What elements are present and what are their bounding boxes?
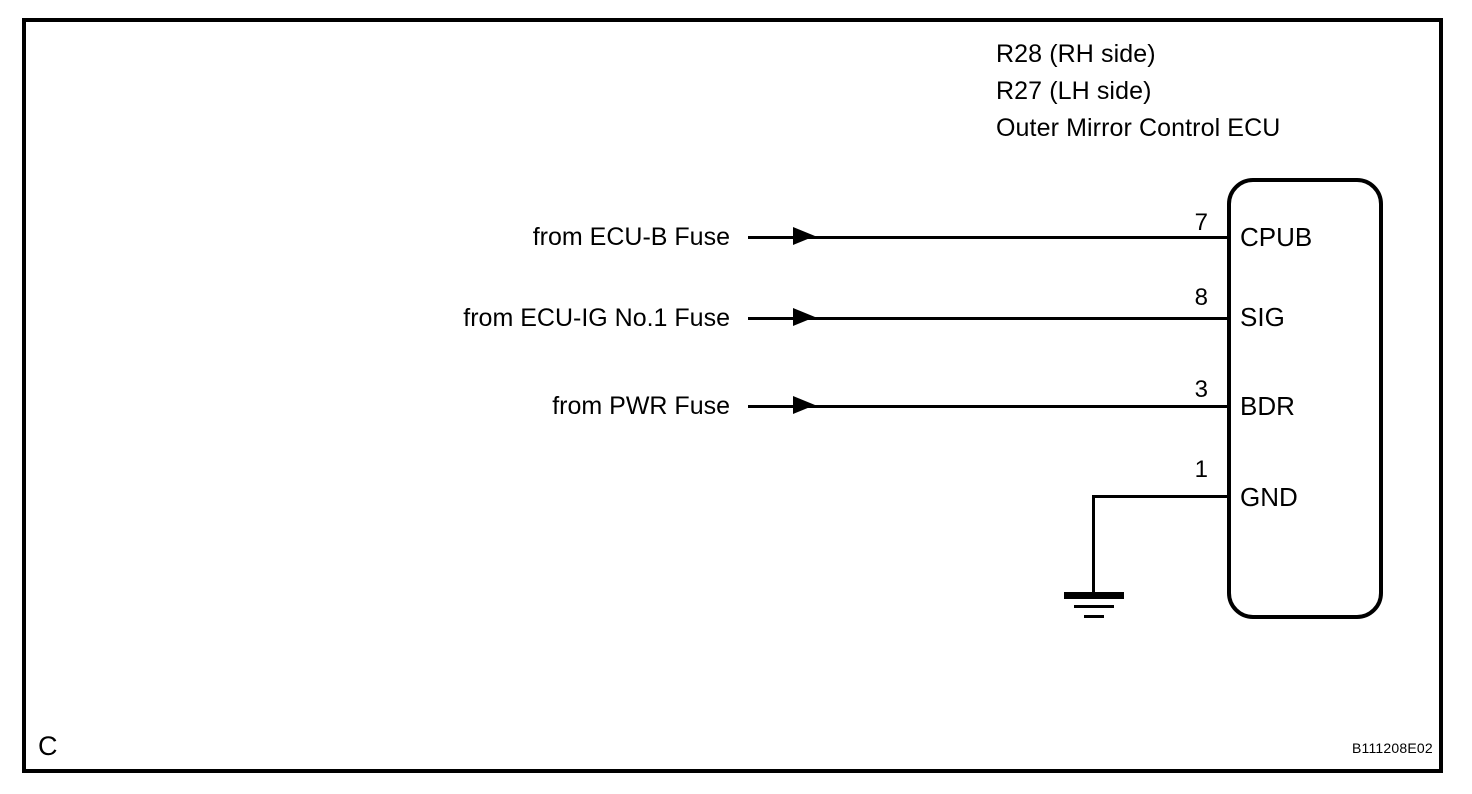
wire-sig (748, 317, 1229, 320)
header-line-2: R27 (LH side) (996, 77, 1152, 105)
terminal-label-bdr: BDR (1240, 391, 1295, 421)
figure-reference-code: B111208E02 (1352, 740, 1433, 756)
pin-number-cpub: 7 (1194, 209, 1208, 236)
source-label-bdr: from PWR Fuse (552, 392, 730, 420)
outer-mirror-control-ecu-connector (1227, 178, 1383, 619)
arrow-head-icon-bdr (793, 396, 815, 414)
terminal-label-sig: SIG (1240, 302, 1285, 332)
wire-cpub (748, 236, 1229, 239)
header-line-3: Outer Mirror Control ECU (996, 114, 1281, 142)
wire-bdr (748, 405, 1229, 408)
header-line-1: R28 (RH side) (996, 40, 1156, 68)
arrow-head-icon-cpub (793, 227, 815, 245)
ground-symbol-bar-middle (1074, 605, 1114, 608)
diagram-frame (22, 18, 1443, 773)
wire-gnd-horizontal (1092, 495, 1229, 498)
source-label-sig: from ECU-IG No.1 Fuse (463, 304, 730, 332)
ground-symbol-bar-top (1064, 592, 1124, 599)
component-identification-block: R28 (RH side) R27 (LH side) Outer Mirror… (996, 36, 1280, 147)
pin-number-bdr: 3 (1194, 376, 1208, 403)
arrow-head-icon-sig (793, 308, 815, 326)
page-corner-letter: C (38, 731, 58, 761)
terminal-label-gnd: GND (1240, 482, 1298, 512)
pin-number-sig: 8 (1194, 284, 1208, 311)
source-label-cpub: from ECU-B Fuse (532, 223, 730, 251)
ground-symbol-bar-bottom (1084, 615, 1104, 618)
wire-gnd-vertical (1092, 495, 1095, 595)
terminal-label-cpub: CPUB (1240, 222, 1313, 252)
pin-number-gnd: 1 (1194, 456, 1208, 483)
